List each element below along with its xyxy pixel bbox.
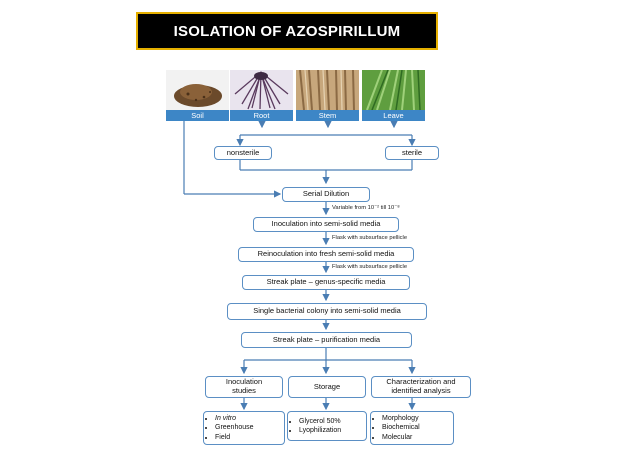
page-title: ISOLATION OF AZOSPIRILLUM — [173, 22, 401, 40]
source-label-stem: Stem — [296, 110, 359, 121]
list-item: Molecular — [382, 433, 420, 442]
characterization-box: Characterization and identified analysis — [371, 376, 471, 398]
list-item: Glycerol 50% — [299, 417, 341, 426]
stem-photo — [296, 70, 359, 110]
root-photo — [230, 70, 293, 110]
dilution-note: Variable from 10⁻² till 10⁻⁸ — [332, 205, 400, 211]
title-banner: ISOLATION OF AZOSPIRILLUM — [136, 12, 438, 50]
source-label-leave: Leave — [362, 110, 425, 121]
leave-photo — [362, 70, 425, 110]
soil-photo — [166, 70, 229, 110]
inoculation-studies-list: In vitro Greenhouse Field — [203, 411, 285, 445]
list-item: Biochemical — [382, 423, 420, 432]
streak-genus-box: Streak plate – genus-specific media — [242, 275, 410, 290]
source-label-soil: Soil — [166, 110, 229, 121]
reinoculation-box: Reinoculation into fresh semi-solid medi… — [238, 247, 414, 262]
inoculation-box: Inoculation into semi-solid media — [253, 217, 399, 232]
list-item: Morphology — [382, 414, 420, 423]
list-item: Field — [215, 433, 254, 442]
list-item: Greenhouse — [215, 423, 254, 432]
source-label-root: Root — [230, 110, 293, 121]
list-item: In vitro — [215, 414, 254, 423]
nonsterile-box: nonsterile — [214, 146, 272, 160]
streak-purification-box: Streak plate – purification media — [241, 332, 412, 348]
serial-dilution-box: Serial Dilution — [282, 187, 370, 202]
inoculation-studies-box: Inoculation studies — [205, 376, 283, 398]
pellicle-note-1: Flask with subsurface pellicle — [332, 235, 408, 241]
sterile-box: sterile — [385, 146, 439, 160]
pellicle-note-2: Flask with subsurface pellicle — [332, 264, 408, 270]
characterization-list: Morphology Biochemical Molecular — [370, 411, 454, 445]
storage-list: Glycerol 50% Lyophilization — [287, 411, 367, 441]
storage-box: Storage — [288, 376, 366, 398]
list-item: Lyophilization — [299, 426, 341, 435]
single-colony-box: Single bacterial colony into semi-solid … — [227, 303, 427, 320]
